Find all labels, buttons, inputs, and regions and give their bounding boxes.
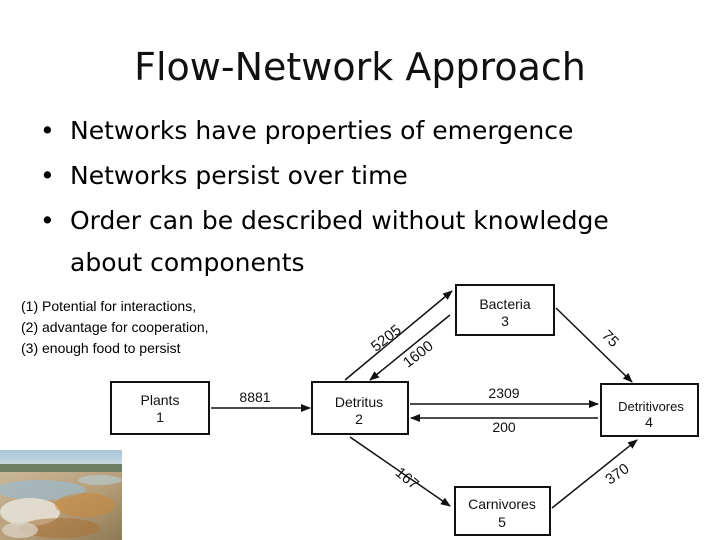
note-line: (2) advantage for cooperation,	[21, 319, 209, 335]
flow-label-detritus-to-bacteria: 5205	[368, 321, 405, 355]
hot-spring-image	[0, 450, 122, 540]
arrow-detritus-to-bacteria	[344, 290, 453, 381]
arrow-detritus-to-carnivores	[349, 436, 451, 507]
flow-label-bacteria-to-detritus: 1600	[400, 337, 437, 371]
bullet-item: • Networks have properties of emergence	[40, 108, 700, 153]
hot-spring-photo	[0, 450, 122, 540]
note-line: (3) enough food to persist	[21, 340, 181, 356]
bullet-text: Order can be described without knowledge	[70, 206, 609, 235]
node-detritus-box	[311, 381, 409, 435]
node-carnivores-label: Carnivores	[468, 496, 536, 512]
flow-label-plants-to-detritus: 8881	[239, 389, 270, 405]
arrow-carnivores-to-detritivores	[551, 439, 638, 509]
node-detritivores-label: Detritivores	[618, 399, 684, 414]
arrow-bacteria-to-detritivores	[555, 307, 633, 383]
flow-label-detritivores-to-detritus: 200	[492, 419, 516, 435]
bullet-dot: •	[40, 206, 55, 235]
node-bacteria-box	[455, 284, 555, 336]
node-bacteria-number: 3	[501, 313, 509, 329]
bullet-dot: •	[40, 116, 55, 145]
flow-label-detritus-to-detritivores: 2309	[488, 385, 519, 401]
node-bacteria-label: Bacteria	[479, 296, 531, 312]
slide-title: Flow-Network Approach	[134, 45, 586, 89]
conditions-notes: (1) Potential for interactions, (2) adva…	[21, 296, 281, 359]
bullet-text: Networks have properties of emergence	[70, 116, 574, 145]
note-line: (1) Potential for interactions,	[21, 298, 197, 314]
node-detritivores-number: 4	[645, 414, 653, 430]
node-detritivores-box	[600, 383, 699, 437]
bullet-list: • Networks have properties of emergence …	[40, 108, 700, 283]
node-plants-number: 1	[156, 409, 164, 425]
node-carnivores-number: 5	[498, 514, 506, 530]
arrow-bacteria-to-detritus	[369, 314, 451, 381]
node-plants-label: Plants	[141, 392, 180, 408]
node-detritus-number: 2	[355, 411, 363, 427]
node-carnivores-box	[454, 486, 551, 536]
node-detritus-label: Detritus	[335, 394, 383, 410]
flow-label-bacteria-to-detritivores: 75	[598, 327, 622, 351]
bullet-continuation: about components	[70, 248, 305, 277]
bullet-item: • Order can be described without knowled…	[40, 198, 700, 283]
bullet-item: • Networks persist over time	[40, 153, 700, 198]
bullet-dot: •	[40, 161, 55, 190]
node-plants-box	[110, 381, 210, 435]
bullet-text: Networks persist over time	[70, 161, 408, 190]
